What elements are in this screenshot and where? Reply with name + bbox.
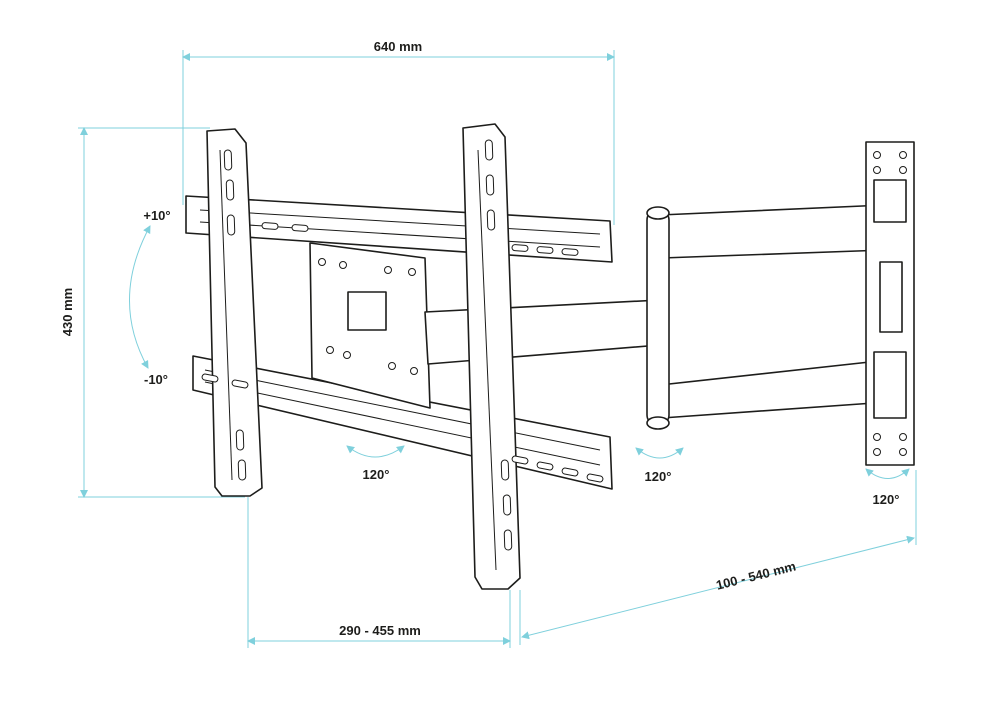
extension-dimension-label: 100 - 540 mm bbox=[714, 558, 797, 592]
hole-spacing-dimension-label: 290 - 455 mm bbox=[339, 623, 421, 638]
lower-arm bbox=[424, 299, 661, 365]
vesa-hole bbox=[343, 351, 351, 359]
width-dimension-label: 640 mm bbox=[374, 39, 422, 54]
dimension-lines bbox=[78, 50, 917, 648]
bracket-slots bbox=[201, 139, 604, 551]
slot-mark bbox=[231, 379, 249, 389]
vesa-hole bbox=[339, 261, 347, 269]
swivel-wall-label: 120° bbox=[873, 492, 900, 507]
slot-mark bbox=[502, 494, 512, 516]
vesa-hole bbox=[408, 268, 416, 276]
slot-mark bbox=[201, 373, 219, 383]
slot-mark bbox=[536, 461, 554, 471]
slot-mark bbox=[511, 244, 529, 252]
slot-mark bbox=[511, 455, 529, 465]
slot-mark bbox=[291, 224, 309, 232]
slot-mark bbox=[223, 149, 233, 171]
slot-mark bbox=[235, 429, 245, 451]
swivel-elbow-label: 120° bbox=[645, 469, 672, 484]
slot-mark bbox=[536, 246, 554, 254]
height-dimension-label: 430 mm bbox=[60, 288, 75, 336]
slot-mark bbox=[561, 248, 579, 256]
vesa-hole bbox=[326, 346, 334, 354]
tilt-up-label: +10° bbox=[143, 208, 170, 223]
slot-mark bbox=[486, 209, 496, 231]
vesa-hole bbox=[410, 367, 418, 375]
slot-mark bbox=[485, 174, 495, 196]
slot-mark bbox=[237, 459, 247, 481]
tilt-down-label: -10° bbox=[144, 372, 168, 387]
slot-mark bbox=[503, 529, 513, 551]
vesa-hole bbox=[318, 258, 326, 266]
slot-mark bbox=[561, 467, 579, 477]
slot-mark bbox=[500, 459, 510, 481]
elbow-joint bbox=[646, 209, 670, 426]
swivel-plate-label: 120° bbox=[363, 467, 390, 482]
slot-mark bbox=[484, 139, 494, 161]
slot-mark bbox=[586, 473, 604, 483]
slot-mark bbox=[226, 214, 236, 236]
slot-mark bbox=[225, 179, 235, 201]
mount-line-art bbox=[185, 123, 915, 590]
left-vertical-bracket bbox=[206, 128, 263, 497]
bottom-arm bbox=[659, 359, 889, 419]
vesa-hole bbox=[388, 362, 396, 370]
vesa-hole bbox=[384, 266, 392, 274]
vesa-slot bbox=[347, 291, 387, 331]
slot-mark bbox=[261, 222, 279, 230]
upper-arm bbox=[659, 204, 886, 259]
